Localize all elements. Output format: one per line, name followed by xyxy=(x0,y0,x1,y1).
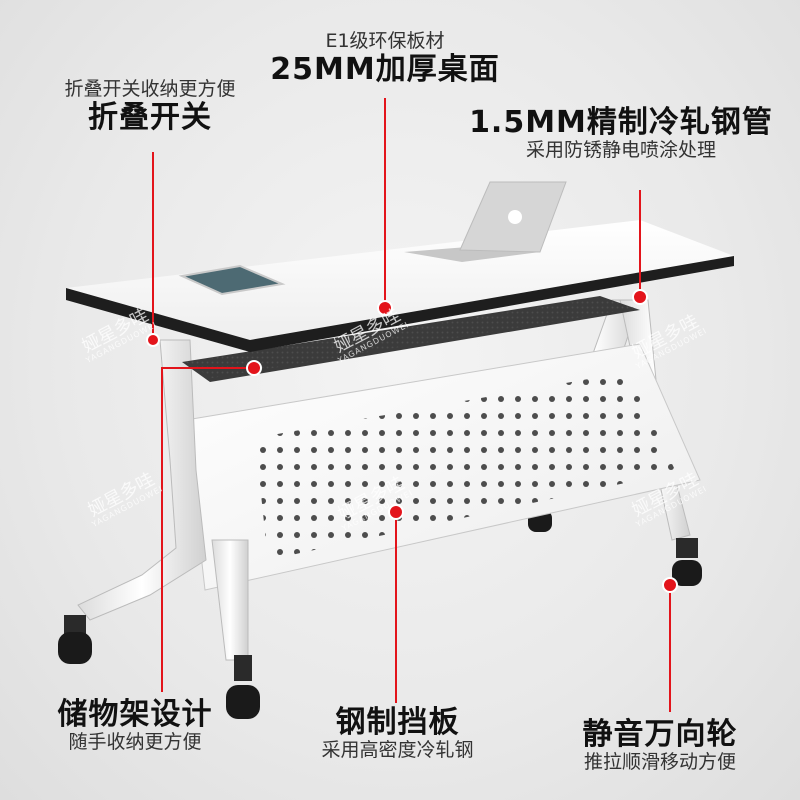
callout-title: 1.5MM精制冷轧钢管 xyxy=(469,105,773,140)
steel-modesty-panel xyxy=(185,343,701,591)
callout-steel-tube: 1.5MM精制冷轧钢管 采用防锈静电喷涂处理 xyxy=(452,106,790,162)
callout-title: 钢制挡板 xyxy=(335,705,460,740)
apple-logo-icon xyxy=(508,210,522,224)
laptop xyxy=(404,181,567,262)
callout-modesty-panel: 钢制挡板 采用高密度冷轧钢 xyxy=(300,706,495,762)
callout-storage-shelf: 储物架设计 随手收纳更方便 xyxy=(40,698,230,754)
front-center-leg xyxy=(211,539,260,719)
desktop-board xyxy=(66,220,734,352)
callout-casters: 静音万向轮 推拉顺滑移动方便 xyxy=(560,718,760,774)
callout-subtitle: 采用高密度冷轧钢 xyxy=(321,739,474,761)
callout-subtitle: 随手收纳更方便 xyxy=(68,731,202,753)
callout-folding-switch: 折叠开关收纳更方便 折叠开关 xyxy=(30,78,270,134)
callout-title: 储物架设计 xyxy=(57,697,213,732)
callout-title: 25MM加厚桌面 xyxy=(270,51,500,87)
callout-subtitle: 折叠开关收纳更方便 xyxy=(64,78,236,100)
callout-title: 折叠开关 xyxy=(88,99,212,135)
callout-subtitle: 推拉顺滑移动方便 xyxy=(583,751,736,773)
front-left-leg xyxy=(58,339,207,664)
callout-title: 静音万向轮 xyxy=(582,717,738,752)
storage-shelf xyxy=(182,296,640,382)
tablet xyxy=(178,264,286,296)
callout-desktop: E1级环保板材 25MM加厚桌面 xyxy=(270,30,500,86)
callout-subtitle: 采用防锈静电喷涂处理 xyxy=(525,139,716,161)
callout-markers xyxy=(146,98,678,712)
callout-subtitle: E1级环保板材 xyxy=(325,30,445,52)
